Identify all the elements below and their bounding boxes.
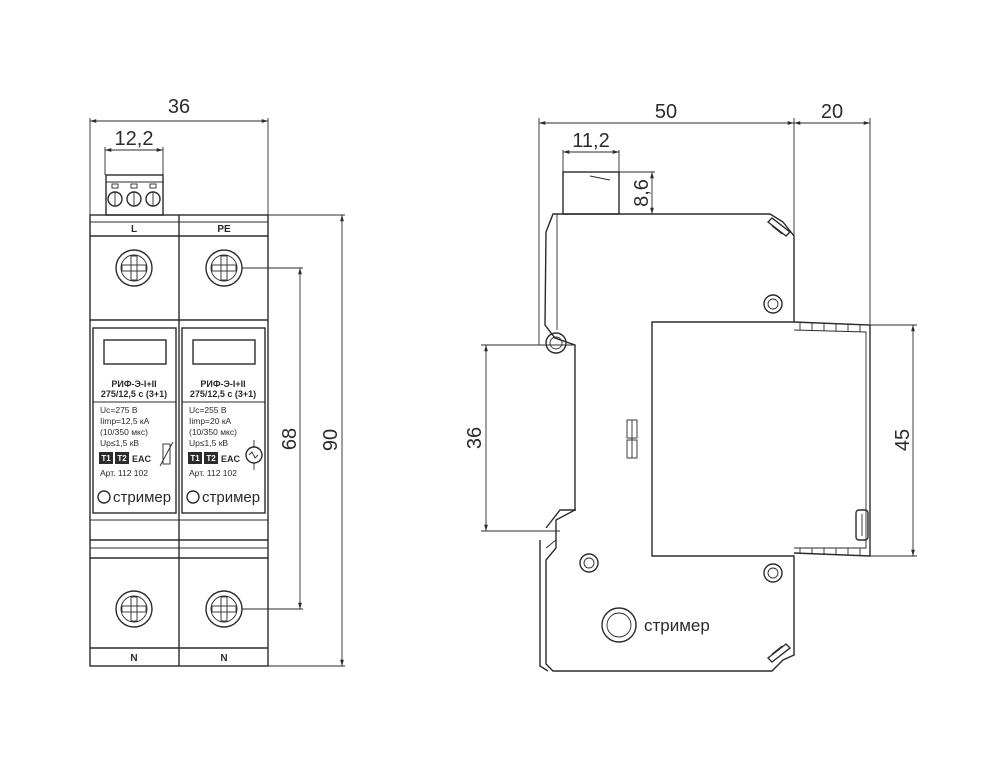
top-terminal-block [105,174,164,216]
svg-text:Uc=255 В: Uc=255 В [189,405,227,415]
brand-logo-icon [601,607,637,643]
cover-ribs [799,322,861,556]
svg-text:T1: T1 [101,454,111,463]
dim-label-50: 50 [655,101,677,123]
svg-text:T2: T2 [117,454,127,463]
terminal-label-n: N [220,653,227,664]
terminal-label-pe: PE [217,224,231,235]
brand-logo-icon [186,490,200,504]
svg-text:Iimp=12,5 кА: Iimp=12,5 кА [100,416,150,426]
svg-text:T1: T1 [190,454,200,463]
dim-label-36-rail: 36 [464,427,486,449]
side-body-outline [544,213,795,672]
svg-text:Up≤1,5 кВ: Up≤1,5 кВ [100,438,139,448]
dim-front-mount-height: 68 [242,267,303,610]
dim-label-68: 68 [279,428,301,450]
front-clip-icon [855,509,869,541]
terminal-label-l: L [131,224,137,235]
dim-side-terminal-width: 11,2 [562,130,620,172]
svg-text:Арт. 112 102: Арт. 112 102 [100,468,148,478]
dim-label-45: 45 [892,429,914,451]
svg-text:275/12,5 с (3+1): 275/12,5 с (3+1) [190,389,256,399]
dim-label-11-2: 11,2 [572,130,609,152]
left-module-label: РИФ-Э-I+II 275/12,5 с (3+1) Uc=275 В Iim… [93,379,176,506]
brand-logo-icon [97,490,111,504]
brand-name: стример [644,616,710,635]
dim-label-8-6: 8,6 [631,179,653,207]
right-module-label: РИФ-Э-I+II 275/12,5 с (3+1) Uc=255 В Iim… [182,379,265,506]
svg-text:Iimp=20 кА: Iimp=20 кА [189,416,232,426]
svg-text:(10/350 мкс): (10/350 мкс) [189,427,237,437]
dim-side-front-height: 45 [870,324,917,557]
eac-mark: EAC [221,454,241,464]
dim-side-rail: 36 [464,344,575,532]
svg-text:Uc=275 В: Uc=275 В [100,405,138,415]
dim-front-width: 36 [89,96,269,215]
screw-icon [115,590,153,628]
dim-label-20: 20 [821,101,843,123]
dim-label-12-2: 12,2 [115,128,154,150]
latch-icon [766,643,792,663]
screw-icon [205,590,243,628]
varistor-icon [159,441,174,467]
dim-side-front: 20 [794,101,871,325]
front-view: 36 12,2 L PE [89,96,345,667]
spark-gap-icon [245,440,263,470]
svg-text:(10/350 мкс): (10/350 мкс) [100,427,148,437]
side-terminal [562,171,620,215]
side-view: 50 20 11,2 8,6 [464,101,917,672]
eac-mark: EAC [132,454,152,464]
brand-name: стример [113,489,171,506]
latch-icon [766,217,792,237]
dim-front-total-height: 90 [268,214,345,667]
dim-label-36: 36 [168,96,190,118]
dim-side-terminal-height: 8,6 [619,171,655,215]
svg-text:Арт. 112 102: Арт. 112 102 [189,468,237,478]
svg-text:T2: T2 [206,454,216,463]
svg-text:РИФ-Э-I+II: РИФ-Э-I+II [200,379,245,389]
front-cover-outline [793,321,871,557]
svg-text:Up≤1,5 кВ: Up≤1,5 кВ [189,438,228,448]
dim-side-depth: 50 [538,101,795,345]
terminal-label-n: N [130,653,137,664]
screw-icon [205,249,243,287]
dim-label-90: 90 [320,429,342,451]
brand-name: стример [202,489,260,506]
svg-text:РИФ-Э-I+II: РИФ-Э-I+II [111,379,156,389]
screw-icon [115,249,153,287]
svg-text:275/12,5 с (3+1): 275/12,5 с (3+1) [101,389,167,399]
dim-front-terminal: 12,2 [104,128,164,175]
